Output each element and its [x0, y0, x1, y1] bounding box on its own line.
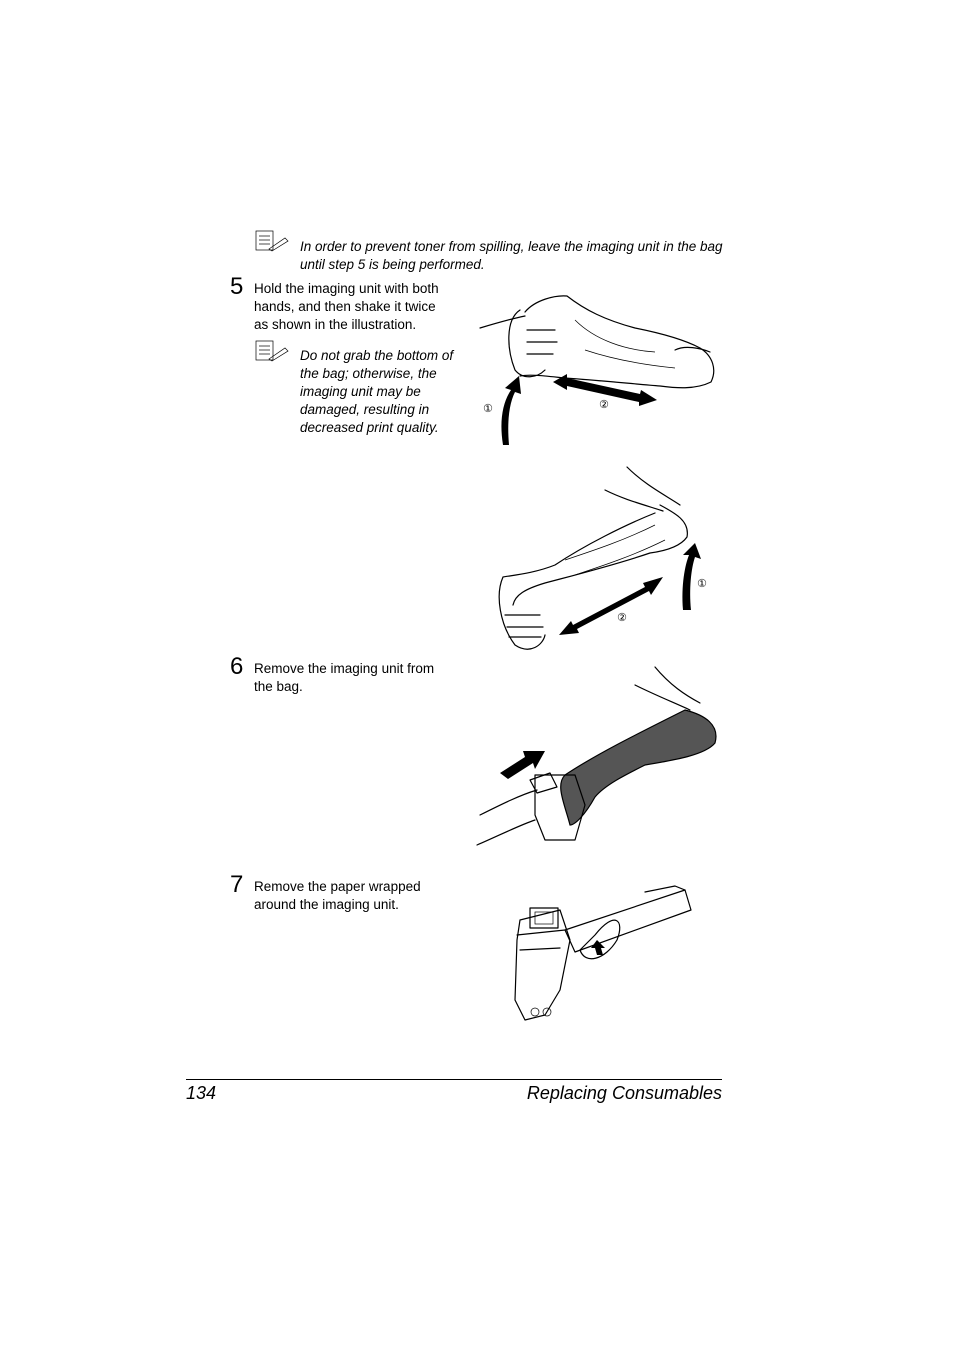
step-line: Remove the paper wrapped: [254, 879, 421, 894]
step-line: as shown in the illustration.: [254, 317, 417, 332]
step-text: Remove the paper wrapped around the imag…: [254, 878, 421, 914]
step-line: the bag.: [254, 679, 303, 694]
note-text: Do not grab the bottom of the bag; other…: [300, 347, 453, 437]
callout-label: ②: [599, 398, 609, 411]
step-line: around the imaging unit.: [254, 897, 399, 912]
step-text: Remove the imaging unit from the bag.: [254, 660, 434, 696]
step-line: Hold the imaging unit with both: [254, 281, 439, 296]
shake-illustration-2: ① ②: [498, 466, 707, 650]
note-line: the bag; otherwise, the: [300, 366, 437, 381]
note-pencil-icon: [255, 340, 289, 362]
callout-label: ①: [483, 402, 493, 415]
step-text: Hold the imaging unit with both hands, a…: [254, 280, 439, 334]
step-line: Remove the imaging unit from: [254, 661, 435, 676]
note-line: imaging unit may be: [300, 384, 421, 399]
step-number: 6: [230, 653, 244, 680]
note-line: Do not grab the bottom of: [300, 348, 454, 363]
callout-label: ①: [697, 577, 707, 590]
imaging-unit-illustration: [514, 885, 692, 1021]
note-line: In order to prevent toner from spilling,…: [300, 239, 723, 272]
page-number: 134: [186, 1083, 217, 1103]
step-number: 5: [230, 273, 244, 300]
note-text: In order to prevent toner from spilling,…: [300, 238, 725, 274]
step-line: hands, and then shake it twice: [254, 299, 436, 314]
note-pencil-icon: [255, 230, 289, 252]
note-line: damaged, resulting in: [300, 402, 430, 417]
callout-label: ②: [617, 611, 627, 624]
footer-rule: [186, 1079, 722, 1080]
remove-bag-illustration: [476, 666, 717, 846]
footer-title: Replacing Consumables: [526, 1083, 722, 1103]
step-number: 7: [230, 871, 244, 898]
shake-illustration-1: ① ②: [479, 295, 715, 445]
note-line: decreased print quality.: [300, 420, 439, 435]
